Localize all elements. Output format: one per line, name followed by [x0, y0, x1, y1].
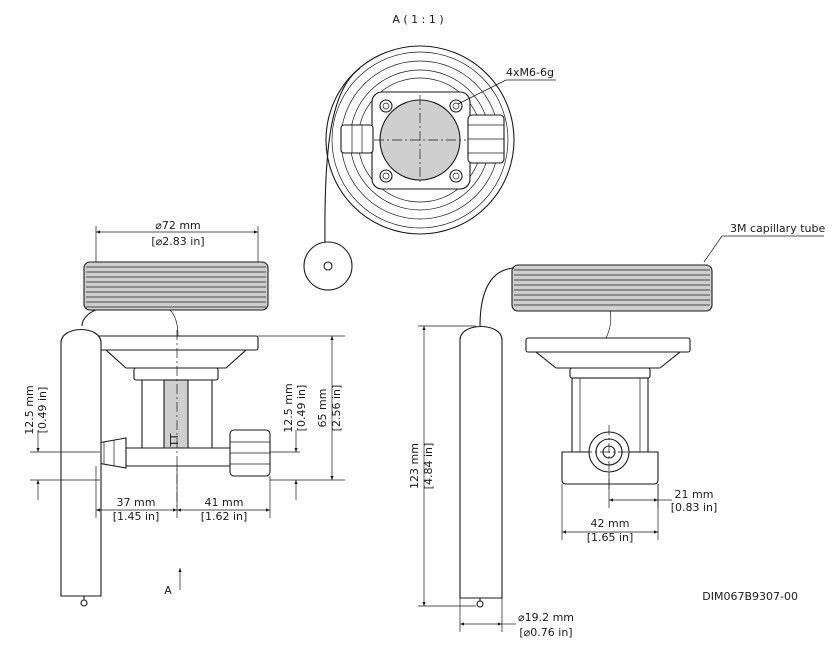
w41-mm: 41 mm — [205, 496, 244, 509]
view-label: A ( 1 : 1 ) — [392, 13, 443, 26]
h65-mm: 65 mm — [316, 389, 329, 428]
left-12-5-mm: 12.5 mm — [23, 385, 36, 434]
w37-mm: 37 mm — [117, 496, 156, 509]
w41-in: [1.62 in] — [201, 510, 248, 523]
h123-mm: 123 mm — [408, 443, 421, 489]
bulb-diam-in: [⌀2.83 in] — [151, 235, 204, 248]
top-view: 4xM6-6g — [303, 45, 556, 291]
bulb-diam-mm: ⌀72 mm — [155, 219, 201, 232]
left-view: TT ⌀72 mm [⌀2.83 in] 12.5 mm [0.49 i — [23, 219, 345, 607]
w37-in: [1.45 in] — [113, 510, 160, 523]
d19-mm: ⌀19.2 mm — [518, 611, 574, 624]
w42-in: [1.65 in] — [587, 531, 634, 544]
mid-12-5-in: [0.49 in] — [295, 385, 308, 432]
drawing-id: DIM067B9307-00 — [702, 590, 798, 603]
thread-label: 4xM6-6g — [506, 66, 554, 79]
h123-in: [4.84 in] — [422, 443, 435, 490]
mid-12-5-mm: 12.5 mm — [282, 383, 295, 432]
left-12-5-in: [0.49 in] — [36, 387, 49, 434]
w42-mm: 42 mm — [591, 517, 630, 530]
d19-in: [⌀0.76 in] — [519, 626, 572, 639]
w21-mm: 21 mm — [675, 488, 714, 501]
view-arrow-label: A — [164, 584, 172, 597]
h65-in: [2.56 in] — [330, 385, 343, 432]
w21-in: [0.83 in] — [671, 501, 718, 514]
capillary-label: 3M capillary tube — [730, 222, 825, 235]
valve-marking: TT — [168, 433, 181, 448]
right-view: 3M capillary tube 123 mm [4.84 in] 21 mm… — [408, 222, 825, 639]
